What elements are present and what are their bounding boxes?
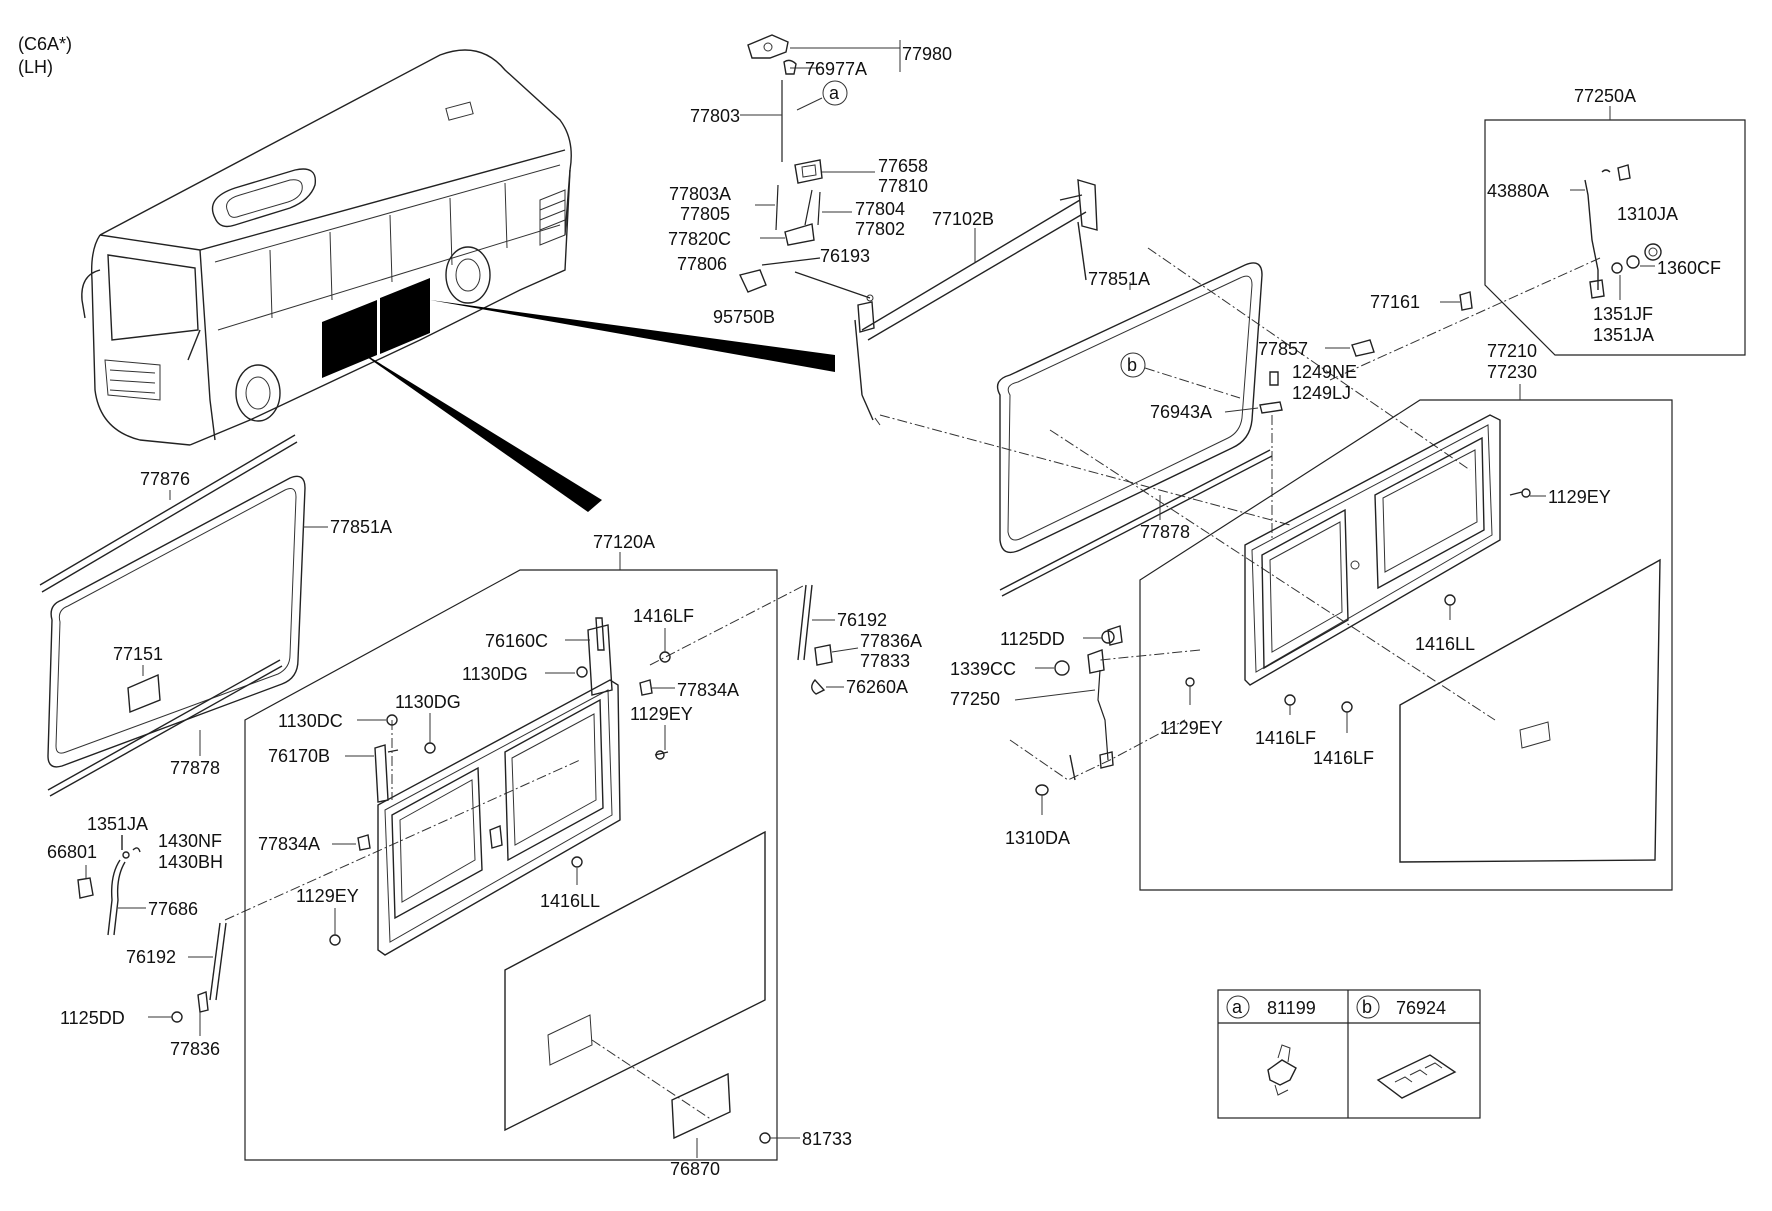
label-66801: 66801 bbox=[47, 842, 97, 862]
bracket-group-right: 77161 77857 1249NE 1249LJ 76943A bbox=[1150, 291, 1473, 540]
label-76160C: 76160C bbox=[485, 631, 548, 651]
label-76193: 76193 bbox=[820, 246, 870, 266]
label-77803A: 77803A bbox=[669, 184, 731, 204]
label-1125DD-left: 1125DD bbox=[60, 1008, 125, 1028]
left-door-assembly: 77120A 76160C 1416LF 1130DG 77834A 1130D… bbox=[244, 532, 852, 1179]
label-77806: 77806 bbox=[677, 254, 727, 274]
label-77980: 77980 bbox=[902, 44, 952, 64]
label-77120A: 77120A bbox=[593, 532, 655, 552]
bus-illustration bbox=[81, 49, 835, 512]
label-1130DG-2: 1130DG bbox=[395, 692, 461, 712]
strut-upper-group: 76192 77836A 77833 76260A bbox=[797, 584, 922, 697]
label-77857: 77857 bbox=[1258, 339, 1308, 359]
legend-b-letter: b bbox=[1362, 997, 1372, 1017]
label-76192-upper: 76192 bbox=[837, 610, 887, 630]
label-43880A: 43880A bbox=[1487, 181, 1549, 201]
legend-a-part: 81199 bbox=[1267, 998, 1316, 1018]
label-1430BH: 1430BH bbox=[158, 852, 223, 872]
inset-box-77250A: 77250A 43880A 1310JA 1360CF 1351JF 1351J… bbox=[1329, 86, 1746, 381]
label-77686: 77686 bbox=[148, 899, 198, 919]
label-77834A-1: 77834A bbox=[677, 680, 739, 700]
label-77250: 77250 bbox=[950, 689, 1000, 709]
callout-a-circle bbox=[822, 80, 848, 106]
release-rod-group: 1125DD 1339CC 77250 1310DA bbox=[950, 625, 1201, 848]
label-77230: 77230 bbox=[1487, 362, 1537, 382]
label-1129EY-l1: 1129EY bbox=[630, 704, 693, 724]
label-76870: 76870 bbox=[670, 1159, 720, 1179]
label-76943A: 76943A bbox=[1150, 402, 1212, 422]
side-code: (LH) bbox=[18, 57, 53, 77]
model-code: (C6A*) bbox=[18, 34, 72, 54]
callout-b: b bbox=[1127, 355, 1137, 375]
label-1416LL-right: 1416LL bbox=[1415, 634, 1475, 654]
label-1416LF-r1: 1416LF bbox=[1255, 728, 1316, 748]
plate-icon bbox=[1376, 1054, 1457, 1099]
label-77658: 77658 bbox=[878, 156, 928, 176]
label-77102B: 77102B bbox=[932, 209, 994, 229]
label-1430NF: 1430NF bbox=[158, 831, 222, 851]
legend-table: a 81199 b 76924 bbox=[1217, 989, 1481, 1119]
label-77804: 77804 bbox=[855, 199, 905, 219]
label-77878-top: 77878 bbox=[1140, 522, 1190, 542]
leader-wedge-lower bbox=[350, 345, 602, 512]
label-77851A-left: 77851A bbox=[330, 517, 392, 537]
label-1351JA-left: 1351JA bbox=[87, 814, 148, 834]
label-1351JA-right: 1351JA bbox=[1593, 325, 1654, 345]
label-77876: 77876 bbox=[140, 469, 190, 489]
label-1129EY-l2: 1129EY bbox=[296, 886, 359, 906]
legend-b-part: 76924 bbox=[1396, 998, 1446, 1018]
label-1310DA: 1310DA bbox=[1005, 828, 1070, 848]
label-76170B: 76170B bbox=[268, 746, 330, 766]
label-76977A: 76977A bbox=[805, 59, 867, 79]
label-1339CC: 1339CC bbox=[950, 659, 1016, 679]
lock-mechanism-group: 77980 76977A 77803 a 77658 77810 77803A … bbox=[668, 34, 952, 327]
legend-a-letter: a bbox=[1232, 997, 1243, 1017]
label-1416LF-r2: 1416LF bbox=[1313, 748, 1374, 768]
label-77805: 77805 bbox=[680, 204, 730, 224]
highlight-door-front bbox=[322, 300, 377, 378]
label-1416LF-left: 1416LF bbox=[633, 606, 694, 626]
label-77802: 77802 bbox=[855, 219, 905, 239]
label-95750B: 95750B bbox=[713, 307, 775, 327]
label-77878-left: 77878 bbox=[170, 758, 220, 778]
label-1125DD-mid: 1125DD bbox=[1000, 629, 1065, 649]
label-1310JA: 1310JA bbox=[1617, 204, 1678, 224]
label-77803: 77803 bbox=[690, 106, 740, 126]
label-77810: 77810 bbox=[878, 176, 928, 196]
highlight-door-rear bbox=[380, 278, 430, 354]
label-77151: 77151 bbox=[113, 644, 163, 664]
right-door-assembly: 77210 77230 1129EY 1416LL 1129EY 1416LF … bbox=[1139, 341, 1673, 891]
label-77833: 77833 bbox=[860, 651, 910, 671]
label-76260A: 76260A bbox=[846, 677, 908, 697]
callout-a: a bbox=[829, 83, 840, 103]
label-77210: 77210 bbox=[1487, 341, 1537, 361]
label-1130DC: 1130DC bbox=[278, 711, 343, 731]
leader-wedge-right bbox=[430, 300, 835, 372]
clip-icon bbox=[1267, 1059, 1297, 1086]
label-1416LL-left: 1416LL bbox=[540, 891, 600, 911]
label-1249NE: 1249NE bbox=[1292, 362, 1357, 382]
label-1360CF: 1360CF bbox=[1657, 258, 1721, 278]
label-1130DG-1: 1130DG bbox=[462, 664, 528, 684]
label-77250A: 77250A bbox=[1574, 86, 1636, 106]
label-81733: 81733 bbox=[802, 1129, 852, 1149]
label-77161: 77161 bbox=[1370, 292, 1420, 312]
label-77836A: 77836A bbox=[860, 631, 922, 651]
label-77851A-top: 77851A bbox=[1088, 269, 1150, 289]
weatherstrip-left: 77876 77851A 77151 77878 bbox=[39, 434, 392, 797]
label-77834A-2: 77834A bbox=[258, 834, 320, 854]
label-1129EY-r1: 1129EY bbox=[1548, 487, 1611, 507]
label-76192-lower: 76192 bbox=[126, 947, 176, 967]
hinge-rod-assembly: 77102B bbox=[854, 179, 1098, 426]
label-1129EY-r2: 1129EY bbox=[1160, 718, 1223, 738]
label-1249LJ: 1249LJ bbox=[1292, 383, 1351, 403]
weatherstrip-upper: 77851A b 77878 bbox=[996, 262, 1273, 597]
label-1351JF: 1351JF bbox=[1593, 304, 1653, 324]
left-small-parts: 1351JA 1430NF 1430BH 66801 77686 76192 1… bbox=[47, 759, 581, 1059]
label-77820C: 77820C bbox=[668, 229, 731, 249]
label-77836: 77836 bbox=[170, 1039, 220, 1059]
